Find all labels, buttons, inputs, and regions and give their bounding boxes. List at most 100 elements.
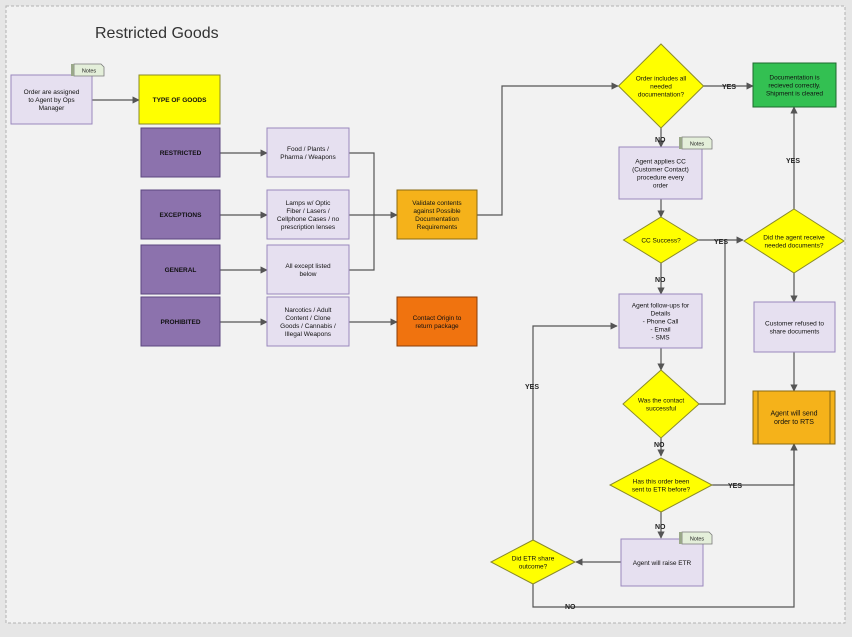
follow-up-box-line: Details xyxy=(651,310,672,317)
category-detail-exceptions-line: prescription lenses xyxy=(281,224,336,231)
applies-cc-note[interactable]: Notes xyxy=(679,136,713,150)
applies-cc-box-line: (Customer Contact) xyxy=(632,166,689,173)
follow-up-box-line: - Email xyxy=(650,326,671,333)
category-label: EXCEPTIONS xyxy=(160,212,203,219)
category-label: RESTRICTED xyxy=(160,150,202,157)
decision-sent-before-line: sent to ETR before? xyxy=(632,486,691,493)
category-detail-exceptions-shape xyxy=(266,189,350,240)
applies-cc-box-line: order xyxy=(653,182,669,189)
applies-cc-box-shape xyxy=(618,146,703,200)
label-docs-no: NO xyxy=(655,137,666,144)
edge-restricted-merge xyxy=(349,152,375,215)
category-shape xyxy=(140,296,221,347)
decision-agent-received-line: Did the agent receive xyxy=(763,234,825,241)
decision-contact-shape xyxy=(622,369,700,439)
label-contact-no: NO xyxy=(654,442,665,449)
category-detail-prohibited-line: Narcotics / Adult xyxy=(285,307,332,314)
start-box-line: to Agent by Ops xyxy=(28,97,75,104)
follow-up-box-line: - Phone Call xyxy=(643,318,679,325)
category-restricted[interactable]: RESTRICTED xyxy=(140,127,221,178)
decision-etr-shape xyxy=(489,539,577,585)
start-note[interactable]: Notes xyxy=(71,63,105,77)
category-detail-exceptions-line: Cellphone Cases / no xyxy=(277,216,340,223)
validate-box-line: Validate contents xyxy=(412,200,462,207)
category-detail-restricted[interactable]: Food / Plants /Pharma / Weapons xyxy=(266,127,350,178)
contact-origin-box-line: return package xyxy=(415,323,459,330)
decision-contact-line: successful xyxy=(646,405,677,412)
applies-cc-box-line: Agent applies CC xyxy=(635,158,686,165)
category-shape xyxy=(140,244,221,295)
category-detail-prohibited-line: Illegal Weapons xyxy=(285,331,332,338)
label-cc-yes: YES xyxy=(714,239,728,246)
applies-cc-note-text: Notes xyxy=(690,142,705,148)
decision-cc[interactable]: CC Success? xyxy=(622,216,700,264)
decision-etr-line: outcome? xyxy=(519,563,548,570)
decision-docs-line: Order includes all xyxy=(636,75,687,82)
edge-etr-no xyxy=(532,443,798,608)
edge-labels: YES NO YES NO YES NO YES NO YES NO xyxy=(525,84,800,611)
category-detail-prohibited-line: Goods / Cannabis / xyxy=(280,323,336,330)
category-label: GENERAL xyxy=(165,267,197,274)
category-detail-exceptions-line: Lamps w/ Optic xyxy=(286,200,332,207)
category-general[interactable]: GENERAL xyxy=(140,244,221,295)
category-prohibited[interactable]: PROHIBITED xyxy=(140,296,221,347)
page-title: Restricted Goods xyxy=(95,25,219,42)
category-shape xyxy=(140,127,221,178)
follow-up-box-shape xyxy=(618,293,703,349)
docs-ok-box-line: Documentation is xyxy=(769,74,820,81)
escalate-box-shape xyxy=(620,538,704,587)
applies-cc-box[interactable]: Agent applies CC(Customer Contact)proced… xyxy=(618,146,703,200)
refused-box-shape xyxy=(753,301,836,353)
edge-validate-to-docs xyxy=(477,82,619,216)
escalate-note-tab xyxy=(679,532,682,544)
category-detail-general-shape xyxy=(266,244,350,295)
start-note-text: Notes xyxy=(82,69,97,75)
decision-agent-received-line: needed documents? xyxy=(765,242,824,249)
category-detail-restricted-line: Food / Plants / xyxy=(287,146,329,153)
decision-sent-before-shape xyxy=(608,457,714,513)
decision-sent-before-line: Has this order been xyxy=(633,478,690,485)
type-of-goods-box[interactable]: TYPE OF GOODS xyxy=(138,74,221,125)
category-detail-general-line: All except listed xyxy=(285,263,331,270)
applies-cc-box-line: procedure every xyxy=(637,174,685,181)
start-box-line: Order are assigned xyxy=(24,89,80,96)
decision-etr-line: Did ETR share xyxy=(512,555,555,562)
label-etr-yes: YES xyxy=(525,384,539,391)
edge-etr-yes xyxy=(532,322,618,540)
docs-ok-box-line: Shipment is cleared xyxy=(766,90,823,97)
rts-box-shape xyxy=(752,390,836,445)
category-exceptions[interactable]: EXCEPTIONS xyxy=(140,189,221,240)
escalate-note[interactable]: Notes xyxy=(679,531,713,545)
docs-ok-box-shape xyxy=(752,62,837,108)
label-etr-no: NO xyxy=(565,604,576,611)
rts-box-line: Agent will send xyxy=(770,411,817,418)
category-label: PROHIBITED xyxy=(160,319,200,326)
decision-agent-received-shape xyxy=(743,208,845,274)
category-detail-restricted-shape xyxy=(266,127,350,178)
contact-origin-box-line: Contact Origin to xyxy=(413,315,462,322)
escalate-box[interactable]: Agent will raise ETR xyxy=(620,538,704,587)
follow-up-box-line: Agent follow-ups for xyxy=(632,302,690,309)
label-docs-yes: YES xyxy=(722,84,736,91)
edge-general-merge xyxy=(349,215,375,271)
category-detail-general-line: below xyxy=(300,271,317,278)
type-of-goods-label: TYPE OF GOODS xyxy=(153,97,207,104)
decision-cc-shape xyxy=(622,216,700,264)
start-box-shape xyxy=(10,74,93,125)
label-sent-before-no: NO xyxy=(655,524,666,531)
